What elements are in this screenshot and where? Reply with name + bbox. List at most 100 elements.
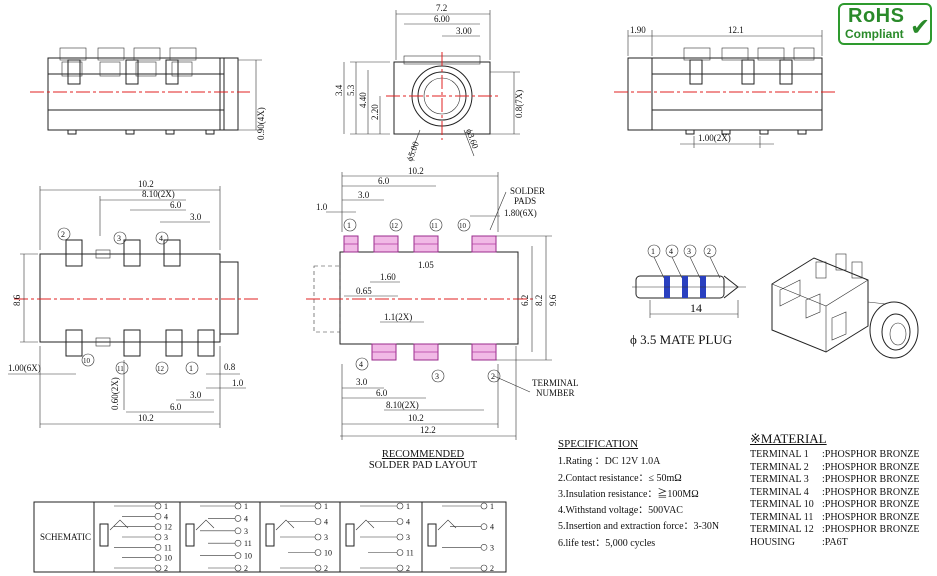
material: ※MATERIAL TERMINAL 1:PHOSPHOR BRONZE TER…: [750, 432, 936, 549]
pad-d15: 8.10(2X): [386, 400, 419, 410]
plan-d9: 1.0: [232, 378, 244, 388]
schematic-jack-body: [345, 523, 355, 547]
plan-d8: 0.8: [224, 362, 236, 372]
schematic-spring: [109, 519, 129, 531]
material-row: HOUSING:PA6T: [750, 536, 848, 548]
front-dim-w3: 3.00: [456, 26, 472, 36]
front-dia1: ϕ5.00: [404, 140, 421, 163]
plan-d10: 3.0: [190, 390, 202, 400]
material-row: TERMINAL 10:PHOSPHOR BRONZE: [750, 499, 920, 511]
pad-group-top: [343, 235, 497, 253]
pad-d16: 10.2: [408, 413, 424, 423]
schematic-pin-label: 10: [164, 554, 172, 563]
schematic-pin: [234, 515, 242, 522]
plan-d12: 10.2: [138, 413, 154, 423]
pad-d10: 8.2: [534, 295, 544, 306]
specification: SPECIFICATION 1.Rating ：DC 12V 1.0A 2.Co…: [558, 438, 744, 550]
schematic-pin: [154, 502, 162, 510]
schematic-spring: [275, 519, 295, 531]
spec-item: 6.life test：5,000 cycles: [558, 537, 656, 549]
spec-item: 2.Contact resistance：≤ 50mΩ: [558, 472, 682, 484]
pad-caption-1: RECOMMENDED: [381, 449, 465, 460]
plug-dim: 14: [690, 301, 702, 315]
pad-caption-2: SOLDER PAD LAYOUT: [368, 460, 478, 471]
front-dim-h3: 4.40: [358, 92, 368, 108]
schematic-pin-label: 3: [164, 533, 168, 542]
schematic-pin: [314, 564, 322, 572]
schematic-pin: [154, 564, 162, 572]
plug-caption: ϕ 3.5 MATE PLUG: [630, 332, 733, 347]
front-dim-w2: 6.00: [434, 14, 450, 24]
schematic-pin-label: 3: [490, 543, 494, 552]
schematic-pin: [480, 502, 488, 510]
schematic-pin: [396, 533, 404, 541]
pad-n3: 3: [435, 372, 439, 381]
plug-n1: 1: [651, 247, 655, 256]
schematic-pin-label: 3: [244, 527, 248, 536]
spec-item: 4.Withstand voltage：500VAC: [558, 505, 683, 517]
pad-n10: 10: [459, 222, 467, 230]
plan-d2: 8.10(2X): [142, 189, 175, 199]
pad-d12: 1.1(2X): [384, 312, 412, 322]
schematic-pin: [480, 564, 488, 572]
pad-d11: 9.6: [548, 294, 558, 306]
schematic-pin: [396, 549, 404, 556]
plan-n4: 4: [159, 234, 163, 243]
pad-d2: 6.0: [378, 176, 390, 186]
plan-view: 10.2 8.10(2X) 6.0 3.0 8.6 1.00(6X) 0.60(…: [8, 179, 260, 428]
plan-d5: 8.6: [12, 294, 22, 306]
material-row: TERMINAL 12:PHOSPHOR BRONZE: [750, 524, 920, 536]
spec-item: 5.Insertion and extraction force：3-30N: [558, 521, 720, 533]
pad-group-bottom: [371, 343, 497, 361]
schematic-pin-label: 4: [406, 518, 410, 527]
pad-d5: 1.80(6X): [504, 208, 537, 218]
schematic-pin-label: 4: [244, 514, 248, 523]
pad-d8: 0.65: [356, 286, 372, 296]
schematic-jack-body: [427, 523, 437, 547]
schematic-jack-body: [99, 523, 109, 547]
pad-d1: 10.2: [408, 166, 424, 176]
schematic-pin: [154, 533, 162, 541]
schematic-pin-label: 10: [324, 549, 332, 558]
rohs-line1: RoHS: [848, 5, 905, 27]
schematic-spring: [355, 519, 375, 531]
material-row: TERMINAL 2:PHOSPHOR BRONZE: [750, 461, 920, 473]
schematic-pin-label: 10: [244, 552, 252, 561]
plan-d4: 3.0: [190, 212, 202, 222]
schematic-pin: [314, 533, 322, 541]
front-dim-r: 0.8(7X): [514, 90, 524, 118]
plan-n1: 1: [189, 364, 193, 373]
schematic-pin-label: 2: [490, 564, 494, 573]
material-row: TERMINAL 4:PHOSPHOR BRONZE: [750, 486, 920, 498]
schematic-pin-label: 1: [324, 502, 328, 511]
spec-item: 1.Rating ：DC 12V 1.0A: [558, 456, 661, 468]
pad-d17: 12.2: [420, 425, 436, 435]
right-dim-b: 12.1: [728, 25, 744, 35]
schematic-pin: [480, 544, 488, 551]
plug-n4: 4: [669, 247, 673, 256]
schematic-pin-label: 2: [324, 564, 328, 573]
spec-item: 3.Insulation resistance：≧100MΩ: [558, 488, 699, 500]
schematic-pin-label: 2: [406, 564, 410, 573]
pad-n2: 2: [491, 372, 495, 381]
front-dim-h2: 5.3: [346, 84, 356, 96]
schematic-spring: [195, 519, 215, 531]
pad-terminal: TERMINAL: [532, 378, 579, 388]
material-row: TERMINAL 1:PHOSPHOR BRONZE: [750, 449, 920, 461]
pad-n12: 12: [391, 222, 399, 230]
front-dim-h1: 3.4: [334, 84, 344, 96]
schematic-pin: [396, 502, 404, 510]
schematic-pin-label: 1: [406, 502, 410, 511]
pad-n4: 4: [359, 360, 363, 369]
schematic-pin: [154, 513, 162, 520]
schematic-pin: [314, 518, 322, 525]
pad-d9: 6.2: [520, 295, 530, 306]
schematic-pin-label: 3: [406, 533, 410, 542]
plan-d11: 6.0: [170, 402, 182, 412]
plug-n3: 3: [687, 247, 691, 256]
schematic-pin-label: 4: [324, 518, 328, 527]
